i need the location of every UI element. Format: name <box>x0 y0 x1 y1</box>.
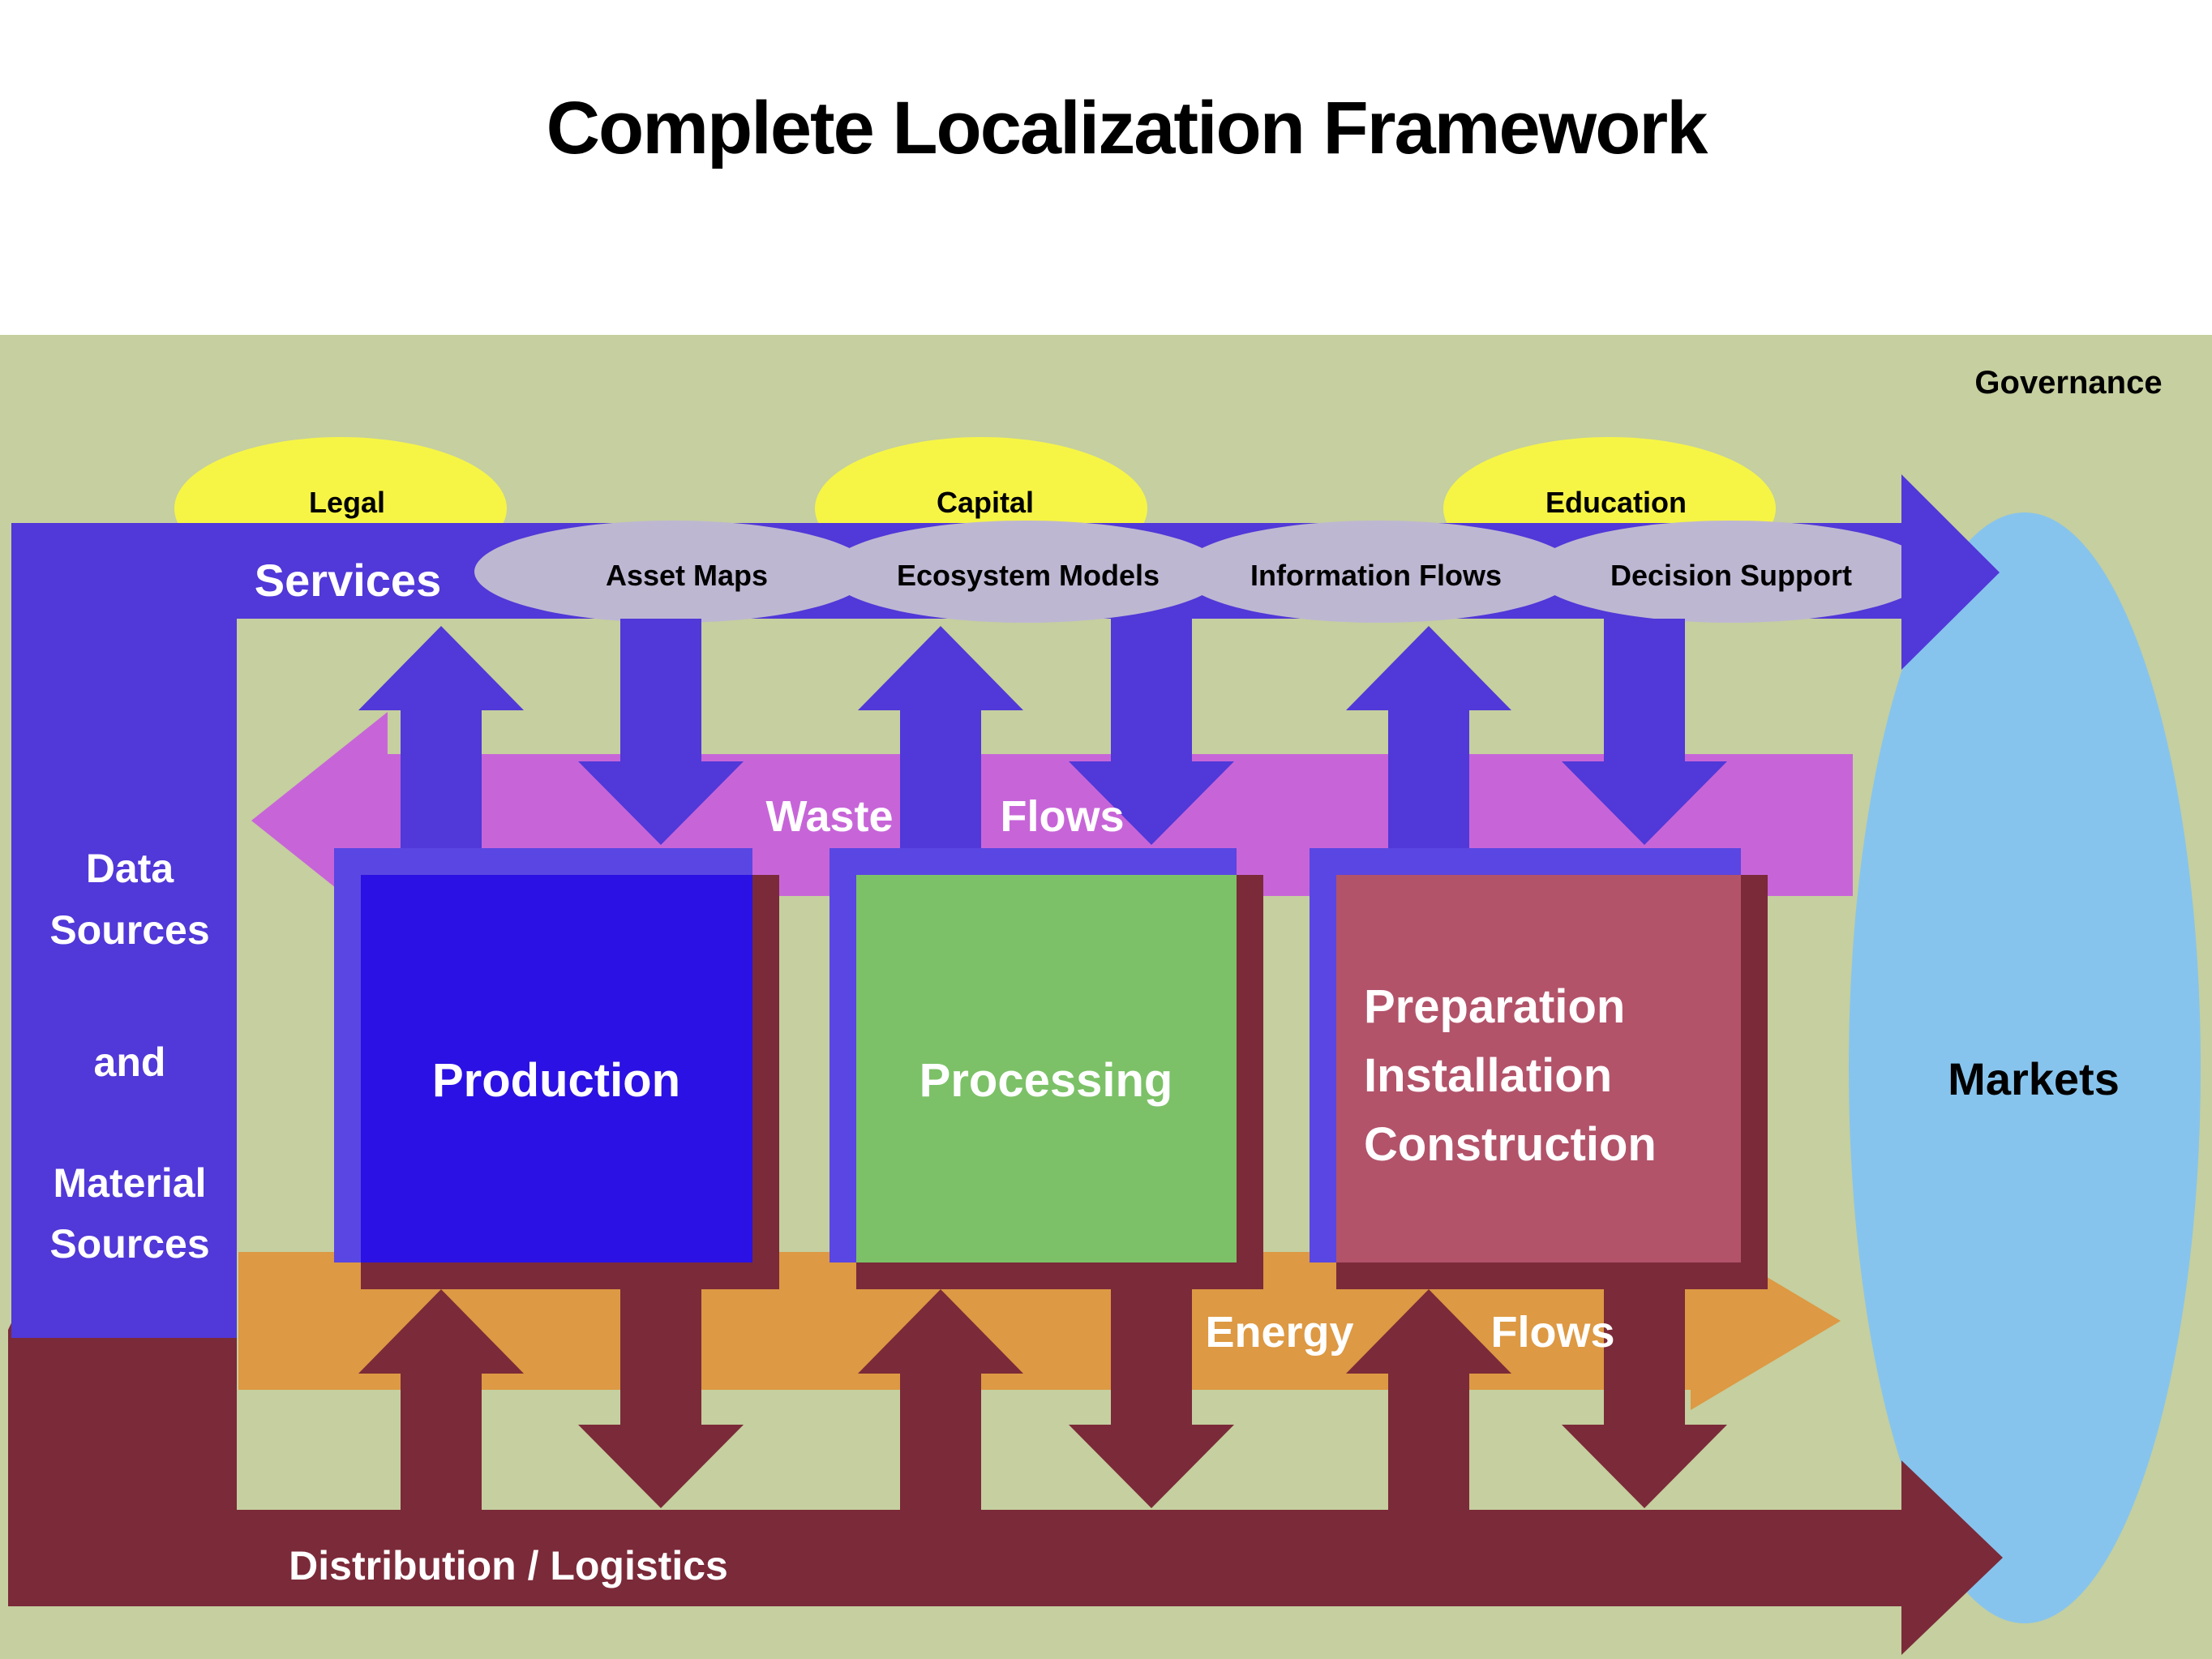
markets-ellipse <box>1849 512 2201 1623</box>
processing-box <box>856 875 1237 1262</box>
governance-label: Governance <box>1974 365 2163 401</box>
down-arrow-production-distribution <box>578 1288 744 1508</box>
asset-maps-ellipse <box>474 521 872 623</box>
up-arrow-preparation-services <box>1346 626 1511 853</box>
information-flows-ellipse <box>1180 521 1577 623</box>
preparation-label-line2: Installation <box>1364 1049 1613 1102</box>
energy-label-word2: Flows <box>1490 1308 1615 1357</box>
ecosystem-models-label: Ecosystem Models <box>896 559 1160 592</box>
services-label: Services <box>254 555 442 606</box>
up-arrow-distribution-processing <box>858 1289 1023 1511</box>
legal-label: Legal <box>308 486 386 519</box>
processing-label: Processing <box>919 1054 1173 1107</box>
distribution-arrowhead <box>1901 1460 2003 1655</box>
distribution-logistics-label: Distribution / Logistics <box>289 1543 728 1588</box>
production-box <box>361 875 752 1262</box>
ecosystem-models-ellipse <box>827 521 1224 623</box>
material-sources-line1: Material <box>53 1160 207 1206</box>
data-sources-line2: Sources <box>49 907 210 953</box>
services-arrowhead <box>1901 474 2000 670</box>
up-arrow-processing-services <box>858 626 1023 853</box>
material-sources-line2: Sources <box>49 1221 210 1267</box>
page-title: Complete Localization Framework <box>546 87 1708 169</box>
up-arrow-distribution-preparation <box>1346 1289 1511 1511</box>
energy-label-word1: Energy <box>1205 1308 1354 1357</box>
down-arrow-services-processing <box>1069 619 1234 845</box>
down-arrow-services-preparation <box>1562 619 1727 845</box>
decision-support-ellipse <box>1533 521 1930 623</box>
down-arrow-processing-distribution <box>1069 1288 1234 1508</box>
data-sources-panel <box>11 523 237 1338</box>
preparation-box <box>1336 875 1741 1262</box>
data-sources-line1: Data <box>85 846 174 891</box>
preparation-label-line1: Preparation <box>1364 980 1626 1033</box>
down-arrow-preparation-distribution <box>1562 1288 1727 1508</box>
up-arrow-production-services <box>358 626 524 853</box>
markets-label: Markets <box>1948 1053 2120 1104</box>
data-sources-line3: and <box>93 1040 166 1085</box>
information-flows-label: Information Flows <box>1250 559 1502 592</box>
education-label: Education <box>1545 486 1687 519</box>
capital-label: Capital <box>936 486 1035 519</box>
waste-label-word2: Flows <box>1000 792 1125 841</box>
asset-maps-label: Asset Maps <box>605 559 769 592</box>
up-arrow-distribution-production <box>358 1289 524 1511</box>
decision-support-label: Decision Support <box>1610 559 1853 592</box>
distribution-band <box>8 1510 1901 1606</box>
preparation-label-line3: Construction <box>1364 1118 1657 1171</box>
waste-label-word1: Waste <box>765 792 894 841</box>
production-label: Production <box>431 1054 681 1107</box>
down-arrow-services-production <box>578 619 744 845</box>
